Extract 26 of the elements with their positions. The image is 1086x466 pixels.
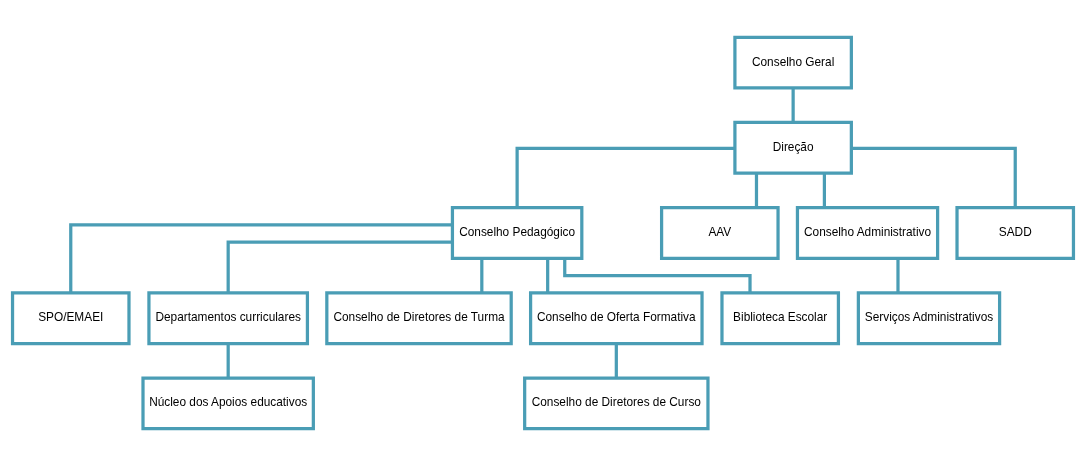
connector bbox=[515, 146, 735, 208]
node-box: Conselho Pedagógico bbox=[450, 206, 584, 260]
node-box: Biblioteca Escolar bbox=[720, 291, 841, 346]
connector bbox=[614, 343, 618, 378]
node-box: AAV bbox=[660, 206, 780, 260]
connector bbox=[480, 258, 484, 293]
node-box: Conselho de Oferta Formativa bbox=[529, 291, 704, 346]
node-box: SADD bbox=[955, 206, 1076, 260]
connector bbox=[546, 258, 550, 293]
node-box: Serviços Administrativos bbox=[856, 291, 1002, 346]
node-box: Conselho Geral bbox=[733, 35, 853, 90]
connector bbox=[226, 240, 453, 293]
connector bbox=[754, 173, 759, 208]
connector bbox=[791, 88, 795, 123]
node-box: Conselho de Diretores de Curso bbox=[523, 376, 710, 431]
node-box: SPO/EMAEI bbox=[10, 291, 131, 346]
node-box: Núcleo dos Apoios educativos bbox=[141, 376, 315, 431]
connector bbox=[226, 343, 230, 378]
connector bbox=[822, 173, 826, 208]
connector bbox=[896, 258, 900, 293]
connector bbox=[69, 223, 453, 293]
node-box: Conselho de Diretores de Turma bbox=[325, 291, 513, 346]
node-box: Direção bbox=[733, 120, 853, 175]
node-box: Conselho Administrativo bbox=[795, 206, 940, 260]
connector bbox=[851, 146, 1017, 208]
node-box: Departamentos curriculares bbox=[147, 291, 310, 346]
